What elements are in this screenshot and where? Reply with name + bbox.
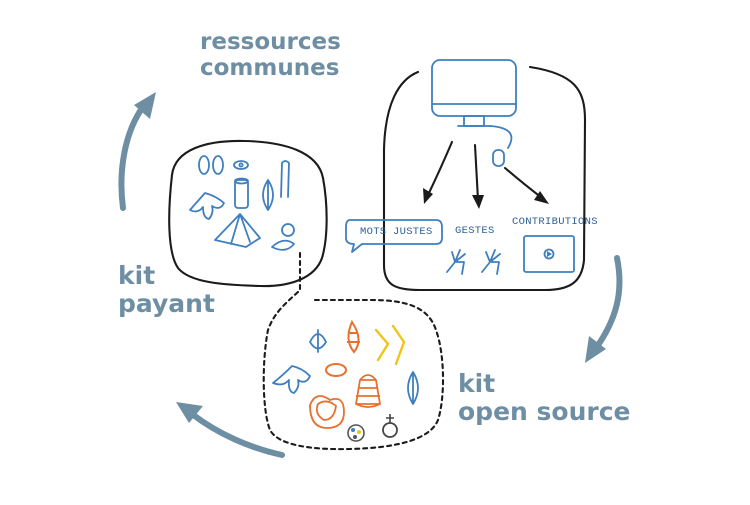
cycle-arrow-right-down	[585, 255, 623, 363]
mouse-icon	[492, 149, 505, 167]
orange-stack-icon	[355, 374, 381, 408]
gestes-label: GESTES	[455, 225, 495, 237]
kit-payant-container	[168, 139, 328, 288]
cycle-arrow-bottom-left	[176, 402, 285, 458]
eye-icon	[233, 160, 249, 170]
yellow-sticks-icon	[374, 324, 406, 366]
kit-payant-line1: kit	[118, 261, 156, 290]
hands-icon	[446, 249, 501, 275]
kit-open-source-icons	[272, 319, 419, 442]
leaf-icon	[262, 179, 274, 211]
communes-line: communes	[200, 54, 340, 81]
kit-open-source-label: kit open source	[458, 370, 631, 426]
ressources-frame	[382, 65, 587, 292]
kit-payant-line2: payant	[118, 289, 215, 318]
kit-open-line1: kit	[458, 369, 496, 398]
kit-payant-label: kit payant	[118, 262, 215, 318]
ressources-line: ressources	[200, 29, 341, 55]
contributions-label: CONTRIBUTIONS	[512, 216, 598, 228]
seed-pair-icon	[198, 155, 224, 175]
computer-output-arrows	[423, 140, 549, 209]
blue-flower-icon	[272, 365, 311, 394]
blue-shell-icon	[309, 329, 327, 353]
tent-icon	[214, 213, 261, 248]
flower-icon	[189, 192, 225, 220]
computer-icon	[431, 59, 517, 167]
cycle-arrow-left-up	[118, 92, 156, 211]
cylinder-icon	[234, 177, 249, 209]
grey-ball-icon	[347, 424, 365, 442]
kit-payant-icons	[189, 155, 295, 251]
sticks-icon	[280, 160, 290, 198]
mots-justes-label: MOTS JUSTES	[360, 226, 433, 238]
blue-leaf-icon	[407, 371, 419, 405]
video-frame-icon	[523, 235, 575, 273]
orange-pinecone-icon	[347, 319, 360, 354]
ressources-communes-label: ressources communes	[200, 29, 341, 82]
orange-crest-icon	[309, 395, 345, 429]
pear-icon	[382, 414, 398, 438]
drop-icon	[271, 223, 295, 251]
kit-open-line2: open source	[458, 397, 631, 426]
orange-ring-icon	[325, 363, 347, 377]
speech-bubble-icon	[345, 219, 443, 253]
kit-open-source-container	[262, 251, 445, 451]
